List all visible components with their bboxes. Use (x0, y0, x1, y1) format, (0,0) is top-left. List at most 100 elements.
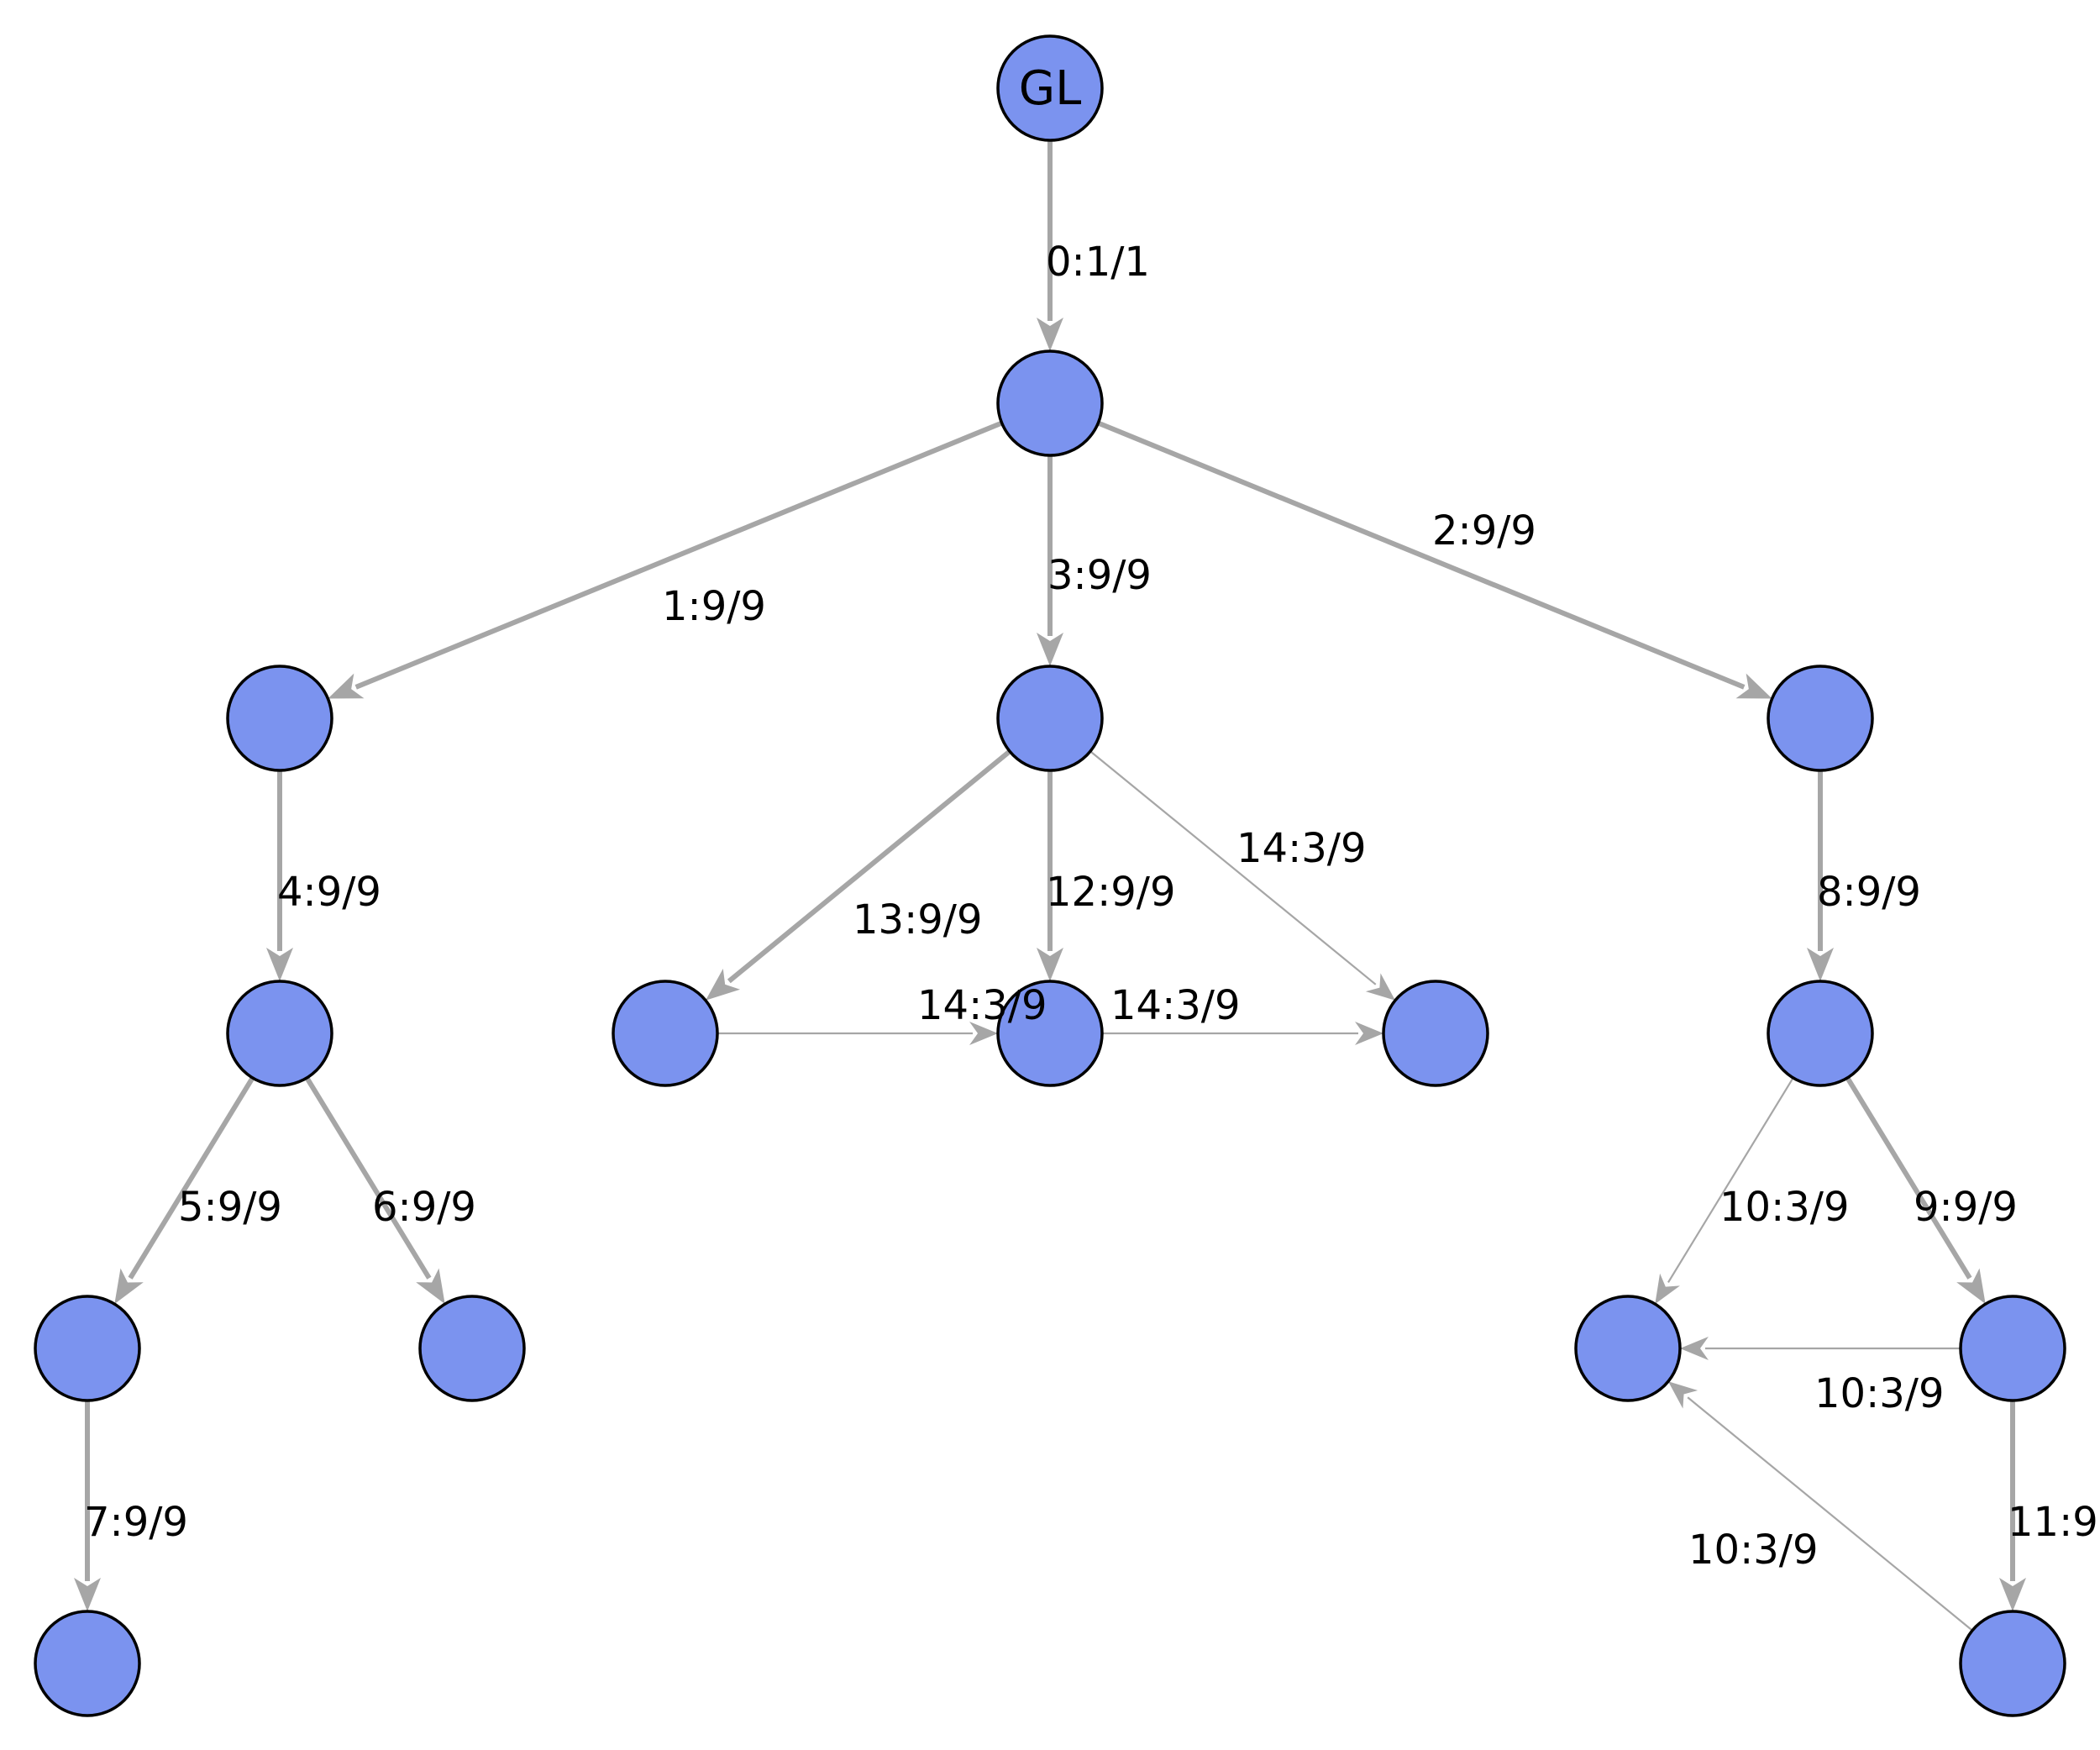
node-n3 (996, 665, 1104, 772)
arrowhead-icon (1037, 948, 1063, 981)
arrowhead-icon (1355, 1022, 1383, 1045)
node-circle (996, 349, 1104, 457)
arrowhead-icon (1680, 1337, 1709, 1360)
edge-n13-n15 (1999, 1401, 2026, 1611)
arrowhead-icon (328, 673, 365, 699)
edge-n1-n2 (328, 420, 1003, 699)
edges-layer (74, 140, 2026, 1632)
arrowhead-icon (1655, 1273, 1680, 1305)
edge-label: 0:1/1 (1046, 239, 1150, 286)
edge-label: 9:9/9 (1914, 1184, 2018, 1231)
node-n8 (1382, 980, 1489, 1087)
arrowhead-icon (1365, 973, 1395, 1001)
node-n5 (226, 980, 333, 1087)
edge-label: 4:9/9 (277, 869, 381, 916)
edge-label: 1:9/9 (662, 583, 766, 630)
node-circle (418, 1295, 526, 1402)
node-circle (612, 980, 719, 1087)
edge-n7-n8 (1102, 1022, 1383, 1045)
edge-n6-n7 (717, 1022, 998, 1045)
node-n9 (1767, 980, 1874, 1087)
node-n2 (226, 665, 333, 772)
arrowhead-icon (74, 1578, 101, 1611)
node-circle (34, 1610, 141, 1717)
edge-n1-n3 (1037, 455, 1063, 666)
edge-line (354, 420, 1003, 690)
edge-line (1097, 420, 1746, 690)
edge-label: 2:9/9 (1432, 507, 1536, 554)
edge-n5-n10 (114, 1076, 255, 1305)
edge-label: 10:3/9 (1688, 1527, 1819, 1574)
arrowhead-icon (1037, 318, 1063, 351)
edge-label: 14:3/9 (917, 982, 1047, 1029)
node-circle (1767, 665, 1874, 772)
arrowhead-icon (1735, 673, 1772, 699)
edge-n13-n12 (1680, 1337, 1961, 1360)
edge-line (1687, 1396, 1973, 1632)
edge-label: 10:3/9 (1719, 1184, 1850, 1231)
arrowhead-icon (969, 1022, 998, 1045)
arrowhead-icon (114, 1268, 144, 1305)
node-circle (1959, 1610, 2066, 1717)
edge-label: 14:3/9 (1236, 825, 1367, 872)
node-n15 (1959, 1610, 2066, 1717)
edge-n3-n8 (1089, 750, 1395, 1001)
edge-n4-n9 (1807, 770, 1834, 981)
node-n11 (418, 1295, 526, 1402)
edge-n9-n13 (1845, 1076, 1986, 1305)
edge-labels-layer: 0:1/1 1:9/9 3:9/9 2:9/9 4:9/9 13:9/9 12:9/9 14:… (84, 239, 2098, 1574)
edge-label: 8:9/9 (1817, 869, 1921, 916)
node-circle (1767, 980, 1874, 1087)
edge-n3-n7 (1037, 770, 1063, 981)
arrowhead-icon (1667, 1381, 1698, 1409)
arrowhead-icon (1807, 948, 1834, 981)
node-circle (34, 1295, 141, 1402)
edge-line (1667, 1077, 1794, 1284)
edge-line (128, 1076, 255, 1280)
edge-label: 10:3/9 (1814, 1370, 1945, 1417)
node-circle (996, 665, 1104, 772)
node-circle (226, 980, 333, 1087)
node-circle (1382, 980, 1489, 1087)
node-n1 (996, 349, 1104, 457)
edge-n9-n12 (1655, 1077, 1794, 1305)
node-n4 (1767, 665, 1874, 772)
node-circle (996, 980, 1104, 1087)
edge-line (304, 1076, 432, 1280)
arrowhead-icon (416, 1268, 445, 1305)
node-n14 (34, 1610, 141, 1717)
edge-n10-n14 (74, 1401, 101, 1611)
edge-label: 12:9/9 (1046, 869, 1176, 916)
node-n6 (612, 980, 719, 1087)
edge-label: 14:3/9 (1110, 982, 1241, 1029)
arrowhead-icon (1037, 633, 1063, 666)
arrowhead-icon (1956, 1268, 1986, 1305)
edge-label: 13:9/9 (853, 896, 983, 943)
edge-label: 6:9/9 (372, 1184, 476, 1231)
node-circle (1574, 1295, 1682, 1402)
edge-line (1089, 750, 1377, 985)
node-circle (226, 665, 333, 772)
node-n10 (34, 1295, 141, 1402)
arrowhead-icon (705, 969, 741, 1001)
edge-n2-n5 (266, 770, 293, 981)
edge-label: 11:9 (2008, 1499, 2098, 1546)
node-n0: GL (996, 34, 1104, 142)
node-n13 (1959, 1295, 2066, 1402)
edge-n0-n1 (1037, 140, 1063, 351)
edge-label: 7:9/9 (84, 1499, 188, 1546)
edge-label: 3:9/9 (1047, 552, 1152, 599)
edge-n15-n12 (1667, 1381, 1973, 1632)
edge-n3-n6 (705, 749, 1011, 1001)
edge-label: 5:9/9 (178, 1184, 282, 1231)
nodes-layer: GL (34, 34, 2066, 1717)
node-n7 (996, 980, 1104, 1087)
node-label: GL (1019, 61, 1082, 116)
node-circle (996, 34, 1104, 142)
edge-n5-n11 (304, 1076, 445, 1305)
node-circle (1959, 1295, 2066, 1402)
arrowhead-icon (1999, 1578, 2026, 1611)
edge-line (727, 749, 1011, 984)
edge-line (1845, 1076, 1972, 1280)
edge-n1-n4 (1097, 420, 1772, 699)
